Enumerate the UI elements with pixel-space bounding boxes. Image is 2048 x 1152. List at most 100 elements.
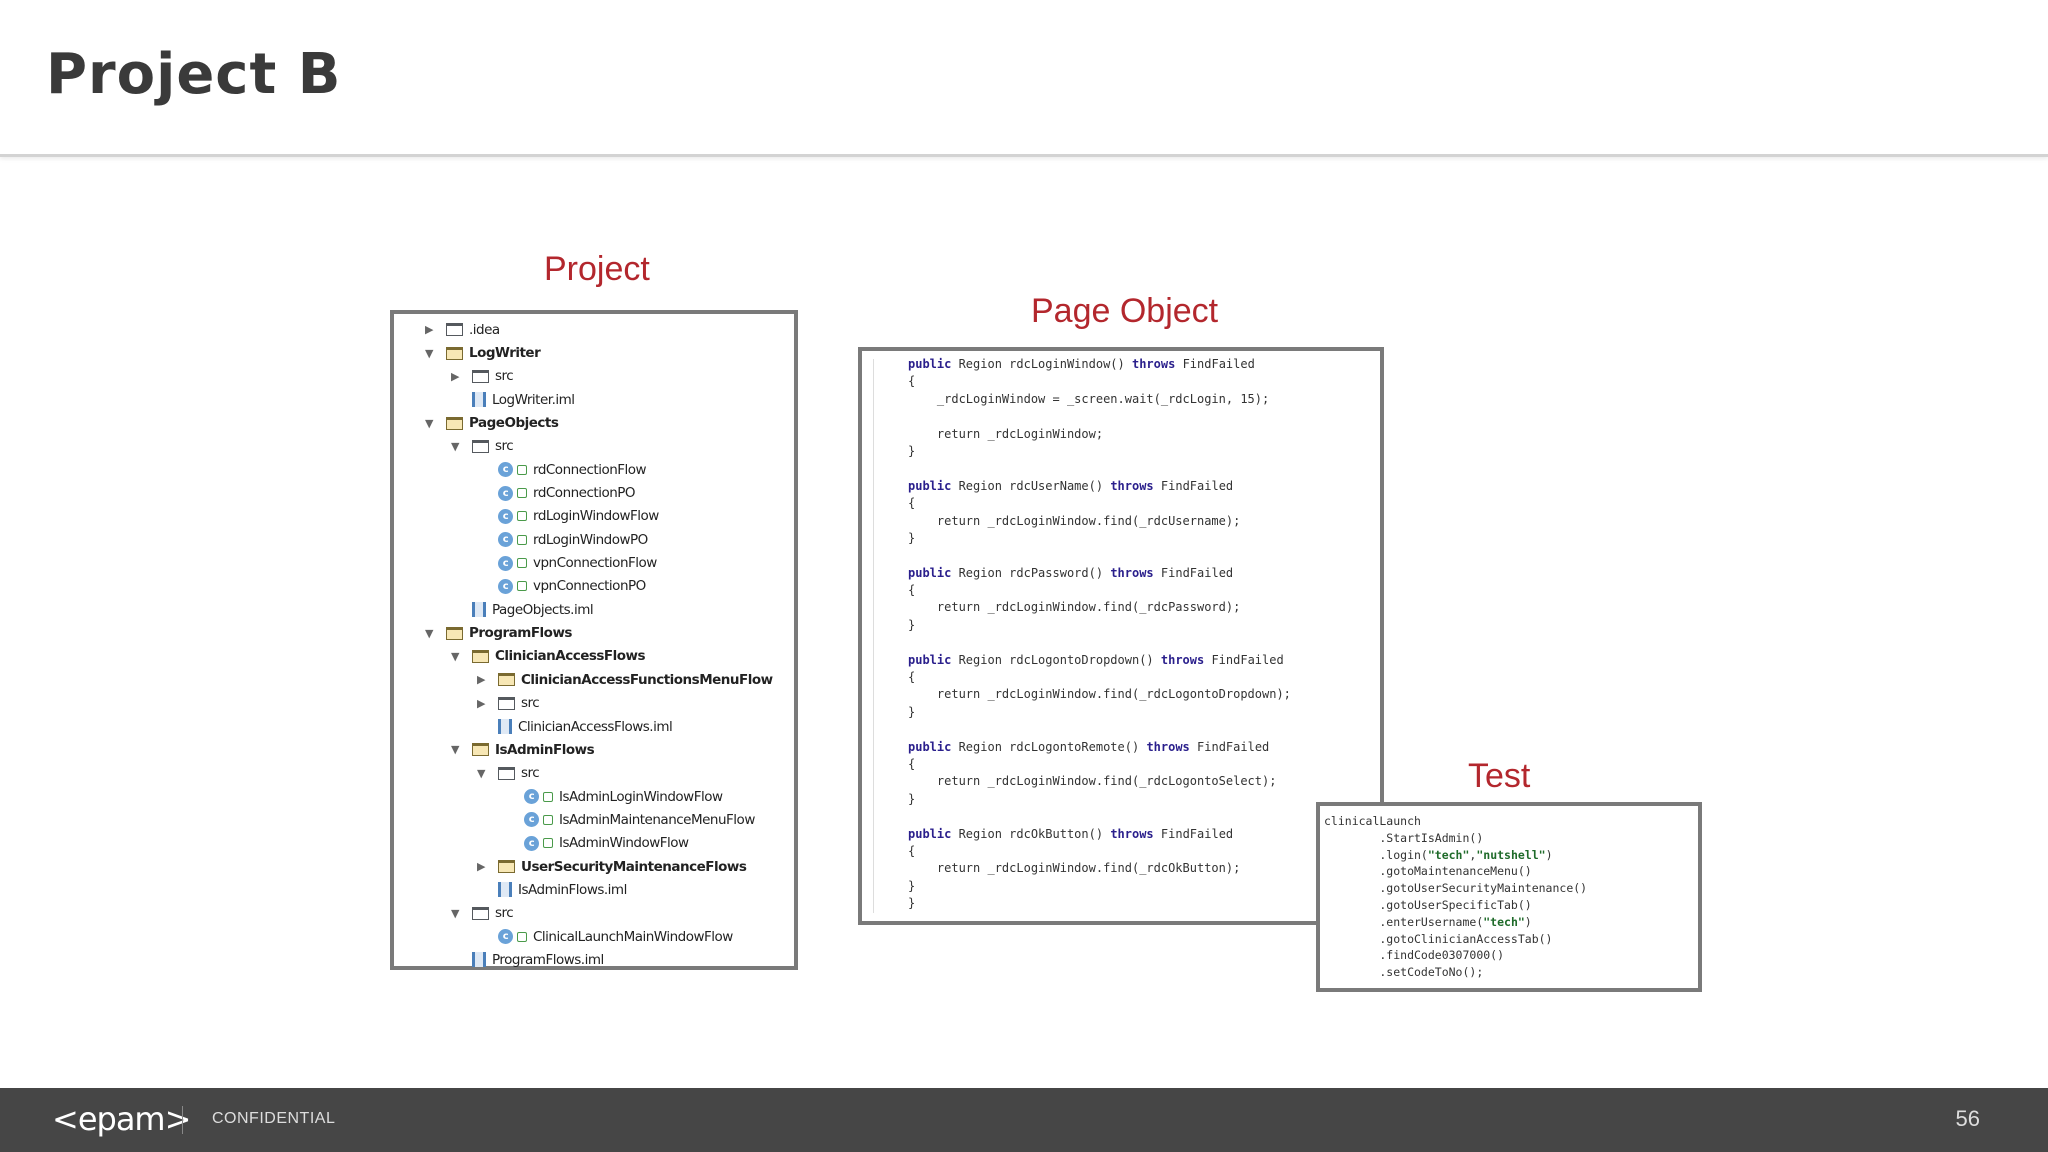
expanded-arrow-icon[interactable]: ▼: [451, 743, 459, 757]
class-icon: c: [498, 929, 513, 945]
expanded-arrow-icon[interactable]: ▼: [451, 649, 459, 663]
access-lock-icon: [517, 511, 527, 522]
tree-item[interactable]: LogWriter.iml: [394, 388, 794, 411]
code-line: }: [908, 443, 916, 458]
module-folder-icon: [498, 860, 515, 874]
code-line: [862, 461, 1380, 478]
tree-item[interactable]: c rdConnectionPO: [394, 481, 794, 504]
slide-header: Project B: [0, 0, 2048, 157]
page-object-caption: Page Object: [1031, 292, 1219, 330]
class-icon: c: [498, 532, 513, 548]
class-icon: c: [524, 812, 539, 828]
class-icon: c: [524, 789, 539, 805]
tree-item[interactable]: ▼ src: [394, 902, 794, 925]
tree-item[interactable]: ▼src: [394, 762, 794, 785]
module-folder-icon: [472, 743, 489, 757]
class-icon: c: [498, 485, 513, 501]
tree-item-label: src: [495, 905, 514, 922]
code-line: return _rdcLoginWindow.find(_rdcPassword…: [908, 600, 1241, 615]
tree-item-label: IsAdminFlows.iml: [518, 881, 627, 898]
tree-item[interactable]: ▶src: [394, 692, 794, 715]
code-line: }: [908, 878, 916, 893]
tree-item[interactable]: ▶.idea: [394, 318, 794, 341]
expanded-arrow-icon[interactable]: ▼: [451, 906, 459, 920]
test-code-line: .gotoUserSecurityMaintenance(): [1324, 881, 1588, 896]
collapsed-arrow-icon[interactable]: ▶: [477, 696, 485, 710]
footer-divider: [182, 1106, 183, 1134]
access-lock-icon: [517, 464, 527, 475]
code-line: public Region rdcUserName() throws FindF…: [908, 478, 1234, 493]
iml-file-icon: [498, 719, 512, 735]
iml-file-icon: [472, 602, 486, 618]
tree-item[interactable]: ▼PageObjects: [394, 411, 794, 434]
tree-item-label: src: [495, 368, 514, 385]
access-lock-icon: [517, 581, 527, 592]
collapsed-arrow-icon[interactable]: ▶: [477, 673, 485, 687]
tree-item-label: rdConnectionFlow: [533, 461, 647, 478]
code-line: [862, 809, 1380, 826]
code-line: {: [908, 670, 916, 685]
tree-item-label: LogWriter.iml: [492, 391, 575, 408]
expanded-arrow-icon[interactable]: ▼: [425, 626, 433, 640]
confidential-label: CONFIDENTIAL: [212, 1110, 336, 1127]
code-line: {: [908, 583, 916, 598]
tree-item[interactable]: ▼src: [394, 435, 794, 458]
expanded-arrow-icon[interactable]: ▼: [477, 766, 485, 780]
tree-item[interactable]: ▼ LogWriter: [394, 341, 794, 364]
code-line: public Region rdcOkButton() throws FindF…: [908, 826, 1234, 841]
folder-icon: [472, 369, 489, 383]
code-line: [862, 722, 1380, 739]
test-code-panel: clinicalLaunch .StartIsAdmin() .login("t…: [1316, 802, 1702, 992]
page-object-code-panel: public Region rdcLoginWindow() throws Fi…: [858, 347, 1384, 925]
test-code-line: .gotoClinicianAccessTab(): [1324, 931, 1553, 946]
class-icon: c: [524, 835, 539, 851]
tree-item-label: IsAdminFlows: [495, 741, 595, 758]
code-line: _rdcLoginWindow = _screen.wait(_rdcLogin…: [908, 391, 1270, 406]
tree-item[interactable]: ClinicianAccessFlows.iml: [394, 715, 794, 738]
folder-icon: [472, 906, 489, 920]
access-lock-icon: [517, 488, 527, 499]
collapsed-arrow-icon[interactable]: ▶: [425, 323, 433, 337]
tree-item-label: IsAdminLoginWindowFlow: [559, 788, 723, 805]
folder-icon: [472, 439, 489, 453]
expanded-arrow-icon[interactable]: ▼: [425, 346, 433, 360]
expanded-arrow-icon[interactable]: ▼: [425, 416, 433, 430]
code-line: public Region rdcLoginWindow() throws Fi…: [908, 357, 1255, 371]
access-lock-icon: [517, 931, 527, 942]
expanded-arrow-icon[interactable]: ▼: [451, 439, 459, 453]
tree-item-label: rdConnectionPO: [533, 485, 636, 502]
module-folder-icon: [498, 673, 515, 687]
code-line: return _rdcLoginWindow.find(_rdcLogontoD…: [908, 687, 1291, 702]
tree-item[interactable]: IsAdminFlows.iml: [394, 878, 794, 901]
tree-item-label: vpnConnectionFlow: [533, 555, 657, 572]
tree-item[interactable]: ▼ IsAdminFlows: [394, 738, 794, 761]
collapsed-arrow-icon[interactable]: ▶: [477, 860, 485, 874]
collapsed-arrow-icon[interactable]: ▶: [451, 369, 459, 383]
code-line: }: [908, 791, 916, 806]
tree-item[interactable]: PageObjects.iml: [394, 598, 794, 621]
tree-item[interactable]: c IsAdminLoginWindowFlow: [394, 785, 794, 808]
tree-item-label: ClinicianAccessFunctionsMenuFlow: [521, 671, 773, 688]
tree-item[interactable]: ProgramFlows.iml: [394, 948, 794, 971]
tree-item[interactable]: ▼ProgramFlows: [394, 621, 794, 644]
tree-item[interactable]: ▶ ClinicianAccessFunctionsMenuFlow: [394, 668, 794, 691]
access-lock-icon: [543, 791, 553, 802]
tree-item[interactable]: ▶ src: [394, 365, 794, 388]
code-line: }: [908, 617, 916, 632]
test-caption: Test: [1468, 757, 1531, 795]
class-icon: c: [498, 578, 513, 594]
tree-item[interactable]: ▼ClinicianAccessFlows: [394, 645, 794, 668]
tree-item-label: LogWriter: [469, 345, 541, 362]
tree-item[interactable]: ▶ UserSecurityMaintenanceFlows: [394, 855, 794, 878]
test-code-line: .setCodeToNo();: [1324, 965, 1484, 980]
tree-item-label: UserSecurityMaintenanceFlows: [521, 858, 747, 875]
